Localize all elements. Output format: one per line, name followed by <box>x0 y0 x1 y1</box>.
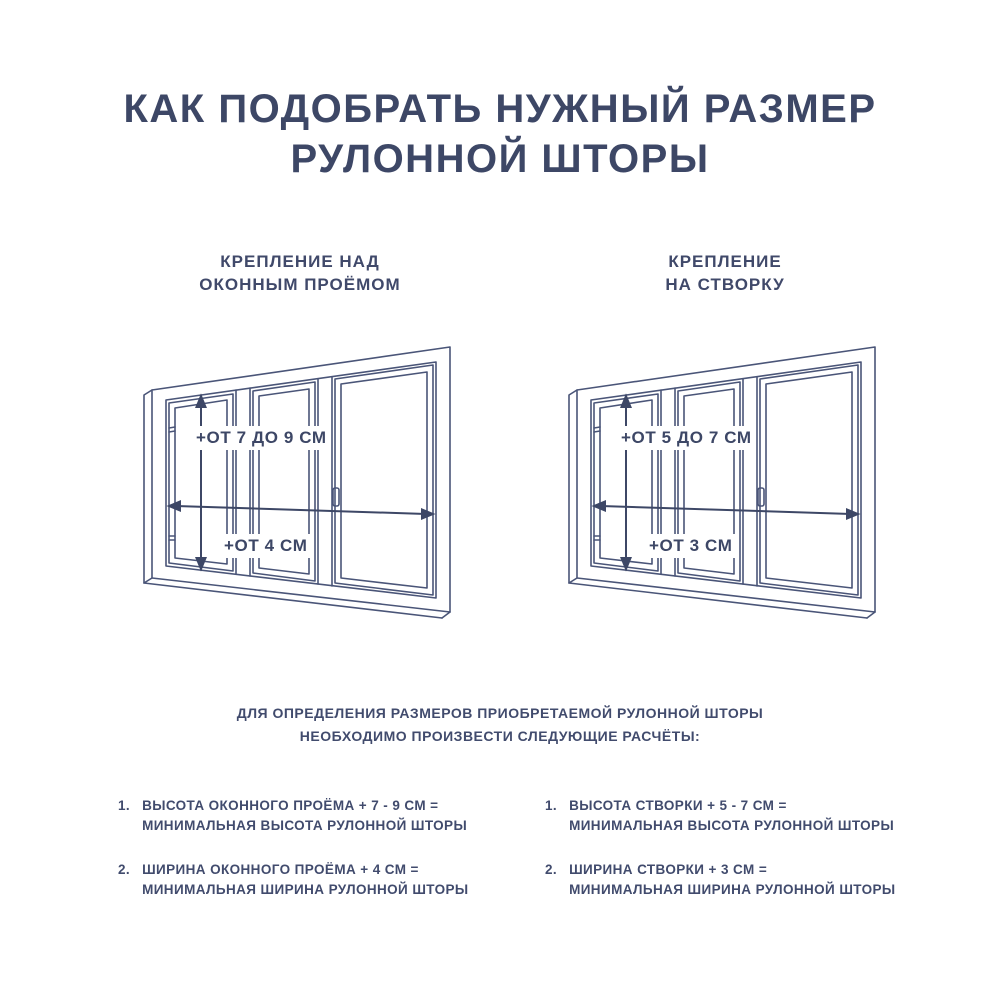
item-line1: ШИРИНА ОКОННОГО ПРОЁМА + 4 СМ = <box>142 862 419 877</box>
item-line2: МИНИМАЛЬНАЯ ВЫСОТА РУЛОННОЙ ШТОРЫ <box>142 818 468 833</box>
calculation-list-on-sash: 1. ВЫСОТА СТВОРКИ + 5 - 7 СМ = МИНИМАЛЬН… <box>545 796 925 924</box>
item-number: 1. <box>545 798 558 813</box>
list-item: 2. ШИРИНА СТВОРКИ + 3 СМ = МИНИМАЛЬНАЯ Ш… <box>545 860 925 900</box>
measurement-arrows <box>591 393 861 572</box>
item-number: 1. <box>118 798 131 813</box>
list-item: 2. ШИРИНА ОКОННОГО ПРОЁМА + 4 СМ = МИНИМ… <box>118 860 498 900</box>
subtitle-line1: КРЕПЛЕНИЕ <box>668 252 782 271</box>
intro-line1: ДЛЯ ОПРЕДЕЛЕНИЯ РАЗМЕРОВ ПРИОБРЕТАЕМОЙ Р… <box>236 705 764 721</box>
item-line1: ВЫСОТА ОКОННОГО ПРОЁМА + 7 - 9 СМ = <box>142 798 439 813</box>
section-subtitle-above-opening: КРЕПЛЕНИЕ НАД ОКОННЫМ ПРОЁМОМ <box>140 250 460 296</box>
list-item: 1. ВЫСОТА ОКОННОГО ПРОЁМА + 7 - 9 СМ = М… <box>118 796 498 836</box>
item-number: 2. <box>545 862 558 877</box>
item-text: ШИРИНА ОКОННОГО ПРОЁМА + 4 СМ = МИНИМАЛЬ… <box>142 860 498 900</box>
width-measurement-label: +ОТ 3 СМ <box>645 534 737 558</box>
page-title: КАК ПОДОБРАТЬ НУЖНЫЙ РАЗМЕР РУЛОННОЙ ШТО… <box>0 84 1000 184</box>
height-measurement-label: +ОТ 5 ДО 7 СМ <box>617 426 756 450</box>
height-measurement-label: +ОТ 7 ДО 9 СМ <box>192 426 331 450</box>
subtitle-line2: НА СТВОРКУ <box>665 275 785 294</box>
item-line1: ВЫСОТА СТВОРКИ + 5 - 7 СМ = <box>569 798 787 813</box>
item-line1: ШИРИНА СТВОРКИ + 3 СМ = <box>569 862 768 877</box>
calculation-list-above-opening: 1. ВЫСОТА ОКОННОГО ПРОЁМА + 7 - 9 СМ = М… <box>118 796 498 924</box>
item-text: ВЫСОТА ОКОННОГО ПРОЁМА + 7 - 9 СМ = МИНИ… <box>142 796 498 836</box>
window-diagram-on-sash: +ОТ 5 ДО 7 СМ +ОТ 3 СМ <box>565 340 885 640</box>
item-number: 2. <box>118 862 131 877</box>
width-measurement-label: +ОТ 4 СМ <box>220 534 312 558</box>
window-illustration <box>143 346 451 619</box>
section-subtitle-on-sash: КРЕПЛЕНИЕ НА СТВОРКУ <box>565 250 885 296</box>
intro-line2: НЕОБХОДИМО ПРОИЗВЕСТИ СЛЕДУЮЩИЕ РАСЧЁТЫ: <box>299 728 701 744</box>
item-text: ШИРИНА СТВОРКИ + 3 СМ = МИНИМАЛЬНАЯ ШИРИ… <box>569 860 925 900</box>
item-line2: МИНИМАЛЬНАЯ ВЫСОТА РУЛОННОЙ ШТОРЫ <box>569 818 895 833</box>
list-item: 1. ВЫСОТА СТВОРКИ + 5 - 7 СМ = МИНИМАЛЬН… <box>545 796 925 836</box>
window-illustration <box>568 346 876 619</box>
page-title-line2: РУЛОННОЙ ШТОРЫ <box>290 137 710 181</box>
subtitle-line1: КРЕПЛЕНИЕ НАД <box>220 252 380 271</box>
window-diagram-above-opening: +ОТ 7 ДО 9 СМ +ОТ 4 СМ <box>140 340 460 640</box>
item-line2: МИНИМАЛЬНАЯ ШИРИНА РУЛОННОЙ ШТОРЫ <box>569 882 896 897</box>
item-line2: МИНИМАЛЬНАЯ ШИРИНА РУЛОННОЙ ШТОРЫ <box>142 882 469 897</box>
intro-text: ДЛЯ ОПРЕДЕЛЕНИЯ РАЗМЕРОВ ПРИОБРЕТАЕМОЙ Р… <box>0 702 1000 748</box>
item-text: ВЫСОТА СТВОРКИ + 5 - 7 СМ = МИНИМАЛЬНАЯ … <box>569 796 925 836</box>
page-title-line1: КАК ПОДОБРАТЬ НУЖНЫЙ РАЗМЕР <box>123 87 877 131</box>
subtitle-line2: ОКОННЫМ ПРОЁМОМ <box>199 275 401 294</box>
